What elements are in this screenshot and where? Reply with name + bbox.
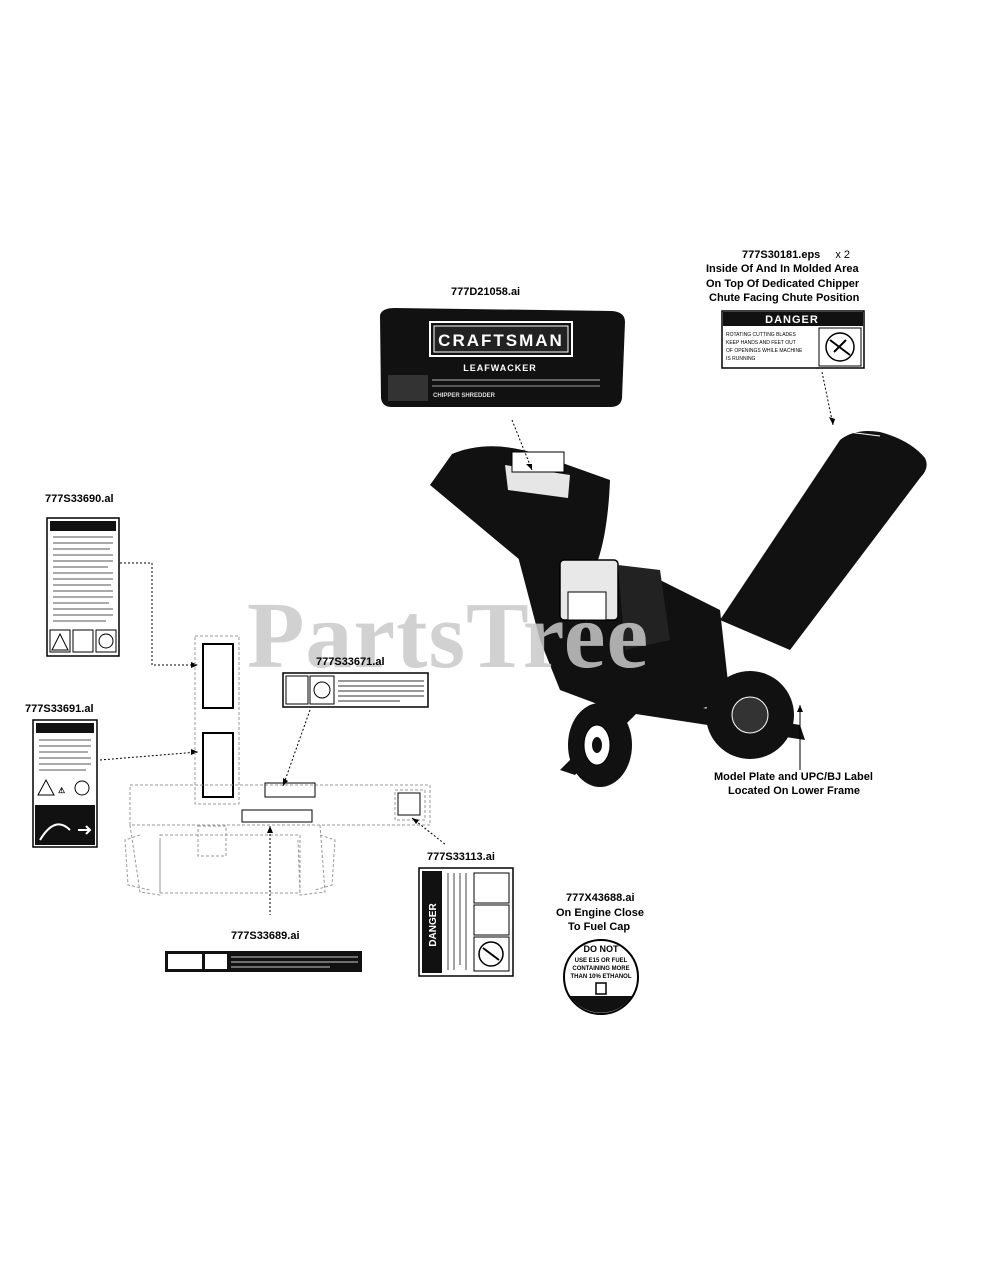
craftsman-decal[interactable]: CRAFTSMAN LEAFWACKER CHIPPER SHREDDER [380,308,625,407]
label-33113: 777S33113.ai [427,851,495,863]
chipper-shredder-illustration [430,431,927,787]
leader-line-33671 [282,709,311,787]
svg-text:USE E15 OR FUEL: USE E15 OR FUEL [575,958,628,964]
leader-line-33690 [120,562,198,666]
decal-33671[interactable] [282,672,429,708]
label-danger-note-2: On Top Of Dedicated Chipper [706,278,860,290]
decal-subtitle-text: CHIPPER SHREDDER [433,393,496,399]
label-43688: 777X43688.ai [566,892,635,904]
label-model-plate-1: Model Plate and UPC/BJ Label [714,771,873,783]
decal-33113[interactable]: DANGER [418,867,514,977]
svg-text:KEEP HANDS AND FEET OUT: KEEP HANDS AND FEET OUT [726,340,796,346]
label-danger-decal: 777S30181.eps x 2 [742,248,850,262]
danger-decal[interactable]: DANGER ROTATING CUTTING BLADES KEEP HAND… [721,310,865,369]
label-33689: 777S33689.ai [231,930,300,942]
svg-text:CONTAINING MORE: CONTAINING MORE [572,966,629,972]
partstree-watermark: PartsTree [247,584,650,688]
leader-line-33113 [411,817,447,846]
svg-text:DANGER: DANGER [428,903,439,947]
decal-33691[interactable]: ⚠ [32,719,98,848]
label-model-plate-2: Located On Lower Frame [728,785,861,797]
decal-product-text: LEAFWACKER [463,363,537,373]
leader-line-craftsman [511,419,533,471]
frame-top-view [124,635,431,896]
label-danger-qty: x 2 [835,249,851,261]
leader-line-danger [821,371,834,426]
svg-text:THAN 10% ETHANOL: THAN 10% ETHANOL [570,974,631,980]
decal-33690[interactable] [46,517,120,657]
decal-33689[interactable] [165,951,362,972]
svg-text:ROTATING CUTTING BLADES: ROTATING CUTTING BLADES [726,332,796,338]
svg-text:IS RUNNING: IS RUNNING [726,356,756,362]
label-craftsman-decal: 777D21058.ai [451,286,521,298]
label-33690: 777S33690.al [45,493,114,505]
label-33691: 777S33691.al [25,703,94,715]
label-43688-note-2: To Fuel Cap [568,921,631,933]
decal-brand-text: CRAFTSMAN [438,331,564,350]
label-danger-part: 777S30181.eps [742,249,821,261]
danger-word: DANGER [765,314,819,326]
svg-text:OF OPENINGS WHILE MACHINE: OF OPENINGS WHILE MACHINE [726,348,803,354]
svg-text:⚠: ⚠ [58,786,65,795]
decal-43688[interactable]: DO NOT USE E15 OR FUEL CONTAINING MORE T… [563,939,639,1015]
svg-text:DO NOT: DO NOT [584,944,620,954]
label-danger-note-1: Inside Of And In Molded Area [706,263,859,275]
label-danger-note-3: Chute Facing Chute Position [709,292,860,304]
label-33671: 777S33671.al [316,656,385,668]
leader-line-33691 [99,751,199,761]
label-43688-note-1: On Engine Close [556,907,645,919]
